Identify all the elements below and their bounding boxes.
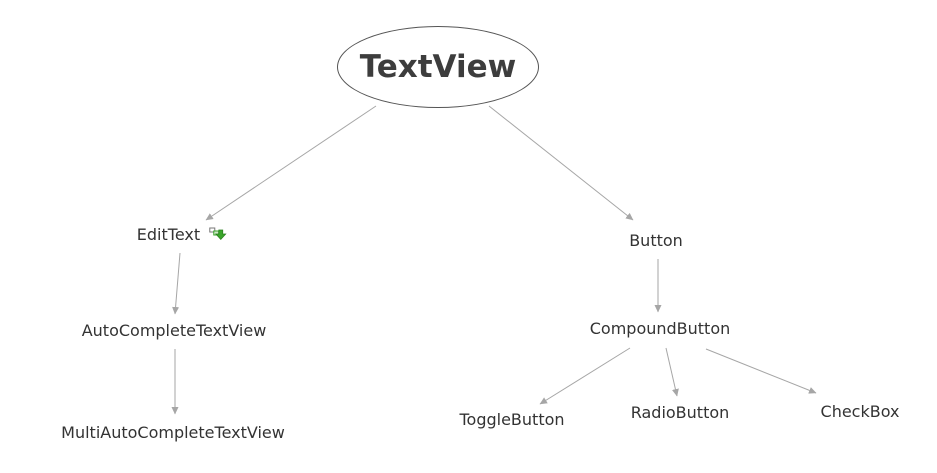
node-button-label: Button bbox=[629, 231, 683, 250]
node-edittext: EditText bbox=[136, 225, 228, 244]
edit-notation-icon bbox=[209, 227, 228, 240]
node-multiautocompletetextview-label: MultiAutoCompleteTextView bbox=[61, 423, 285, 442]
node-radiobutton: RadioButton bbox=[631, 405, 730, 421]
edge-compoundbutton-togglebutton bbox=[539, 347, 631, 405]
node-button: Button bbox=[629, 233, 683, 249]
edge-textview-edittext bbox=[205, 105, 377, 221]
edge-edittext-autocomplete bbox=[172, 252, 181, 315]
node-edittext-label: EditText bbox=[136, 225, 201, 244]
node-autocompletetextview: AutoCompleteTextView bbox=[82, 323, 267, 339]
node-radiobutton-label: RadioButton bbox=[630, 403, 730, 422]
root-node-textview: TextView bbox=[337, 26, 539, 108]
node-autocompletetextview-label: AutoCompleteTextView bbox=[81, 321, 267, 340]
node-compoundbutton: CompoundButton bbox=[590, 321, 731, 337]
node-togglebutton-label: ToggleButton bbox=[459, 410, 565, 429]
node-checkbox-label: CheckBox bbox=[820, 402, 900, 421]
edge-compoundbutton-radiobutton bbox=[665, 347, 679, 397]
node-checkbox: CheckBox bbox=[821, 404, 900, 420]
edge-compoundbutton-checkbox bbox=[705, 348, 817, 394]
edge-textview-button bbox=[488, 105, 634, 221]
node-togglebutton: ToggleButton bbox=[459, 412, 564, 428]
node-multiautocompletetextview: MultiAutoCompleteTextView bbox=[61, 425, 285, 441]
node-compoundbutton-label: CompoundButton bbox=[589, 319, 731, 338]
root-node-label: TextView bbox=[359, 49, 517, 85]
